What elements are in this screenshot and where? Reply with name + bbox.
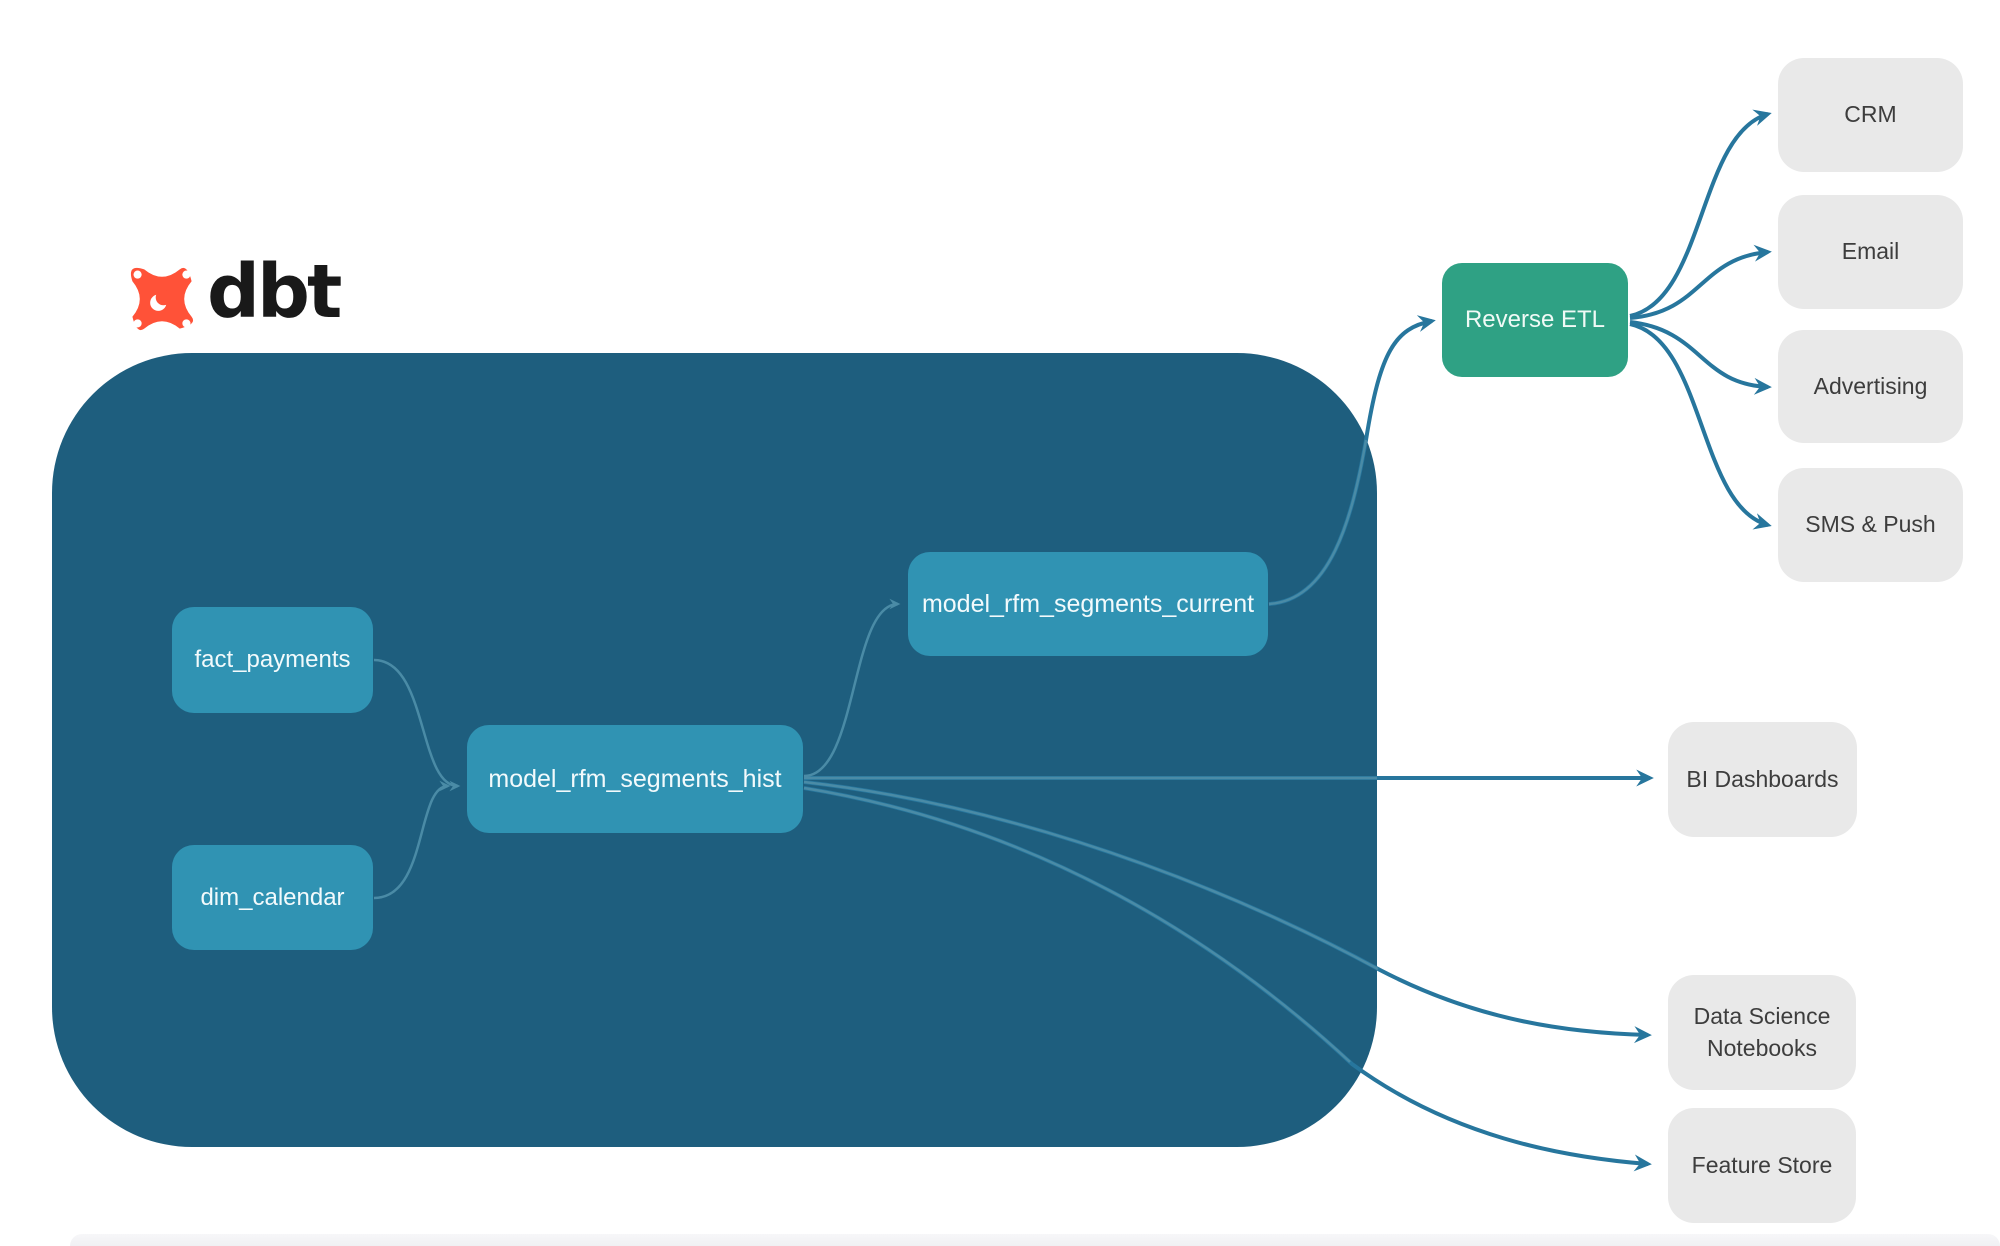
node-feature-store: Feature Store [1668,1108,1856,1223]
node-label: CRM [1844,101,1897,128]
node-advertising: Advertising [1778,330,1963,443]
logo-dot-tr [182,270,191,279]
logo-dot-bl [133,319,142,328]
dbt-logo-icon [130,267,194,331]
edge-reverse-etl-to-sms-push [1629,322,1772,530]
edge-reverse-etl-to-crm [1629,109,1772,318]
node-email: Email [1778,195,1963,309]
node-label: model_rfm_segments_hist [488,764,782,793]
node-label: Feature Store [1691,1151,1833,1178]
node-label: Reverse ETL [1464,306,1606,333]
node-label: Advertising [1813,372,1928,399]
logo-dot-tl [133,270,142,279]
node-model-rfm-segments-current: model_rfm_segments_current [908,552,1268,656]
node-bi-dashboards: BI Dashboards [1668,722,1857,837]
node-label: BI Dashboards [1686,765,1839,792]
node-dim-calendar: dim_calendar [172,845,373,950]
logo-dot-br [182,319,191,328]
bottom-edge-artifact [70,1234,2000,1246]
node-label: dim_calendar [200,883,345,911]
dbt-logo: dbt [125,249,342,336]
node-data-science-notebooks: Data Science Notebooks [1668,975,1856,1090]
dbt-wordmark: dbt [207,249,342,335]
node-label: fact_payments [194,646,351,673]
node-crm: CRM [1778,58,1963,172]
node-model-rfm-segments-hist: model_rfm_segments_hist [467,725,803,833]
edge-reverse-etl-to-email [1629,244,1772,320]
node-label: Data Science Notebooks [1693,1003,1831,1061]
node-reverse-etl: Reverse ETL [1442,263,1628,377]
node-label: SMS & Push [1805,511,1936,538]
logo-crescent-cut [155,289,172,306]
node-label: model_rfm_segments_current [921,589,1255,618]
node-label: Email [1841,238,1900,265]
edge-reverse-etl-to-advertising [1629,320,1772,395]
node-sms-push: SMS & Push [1778,468,1963,582]
node-fact-payments: fact_payments [172,607,373,713]
